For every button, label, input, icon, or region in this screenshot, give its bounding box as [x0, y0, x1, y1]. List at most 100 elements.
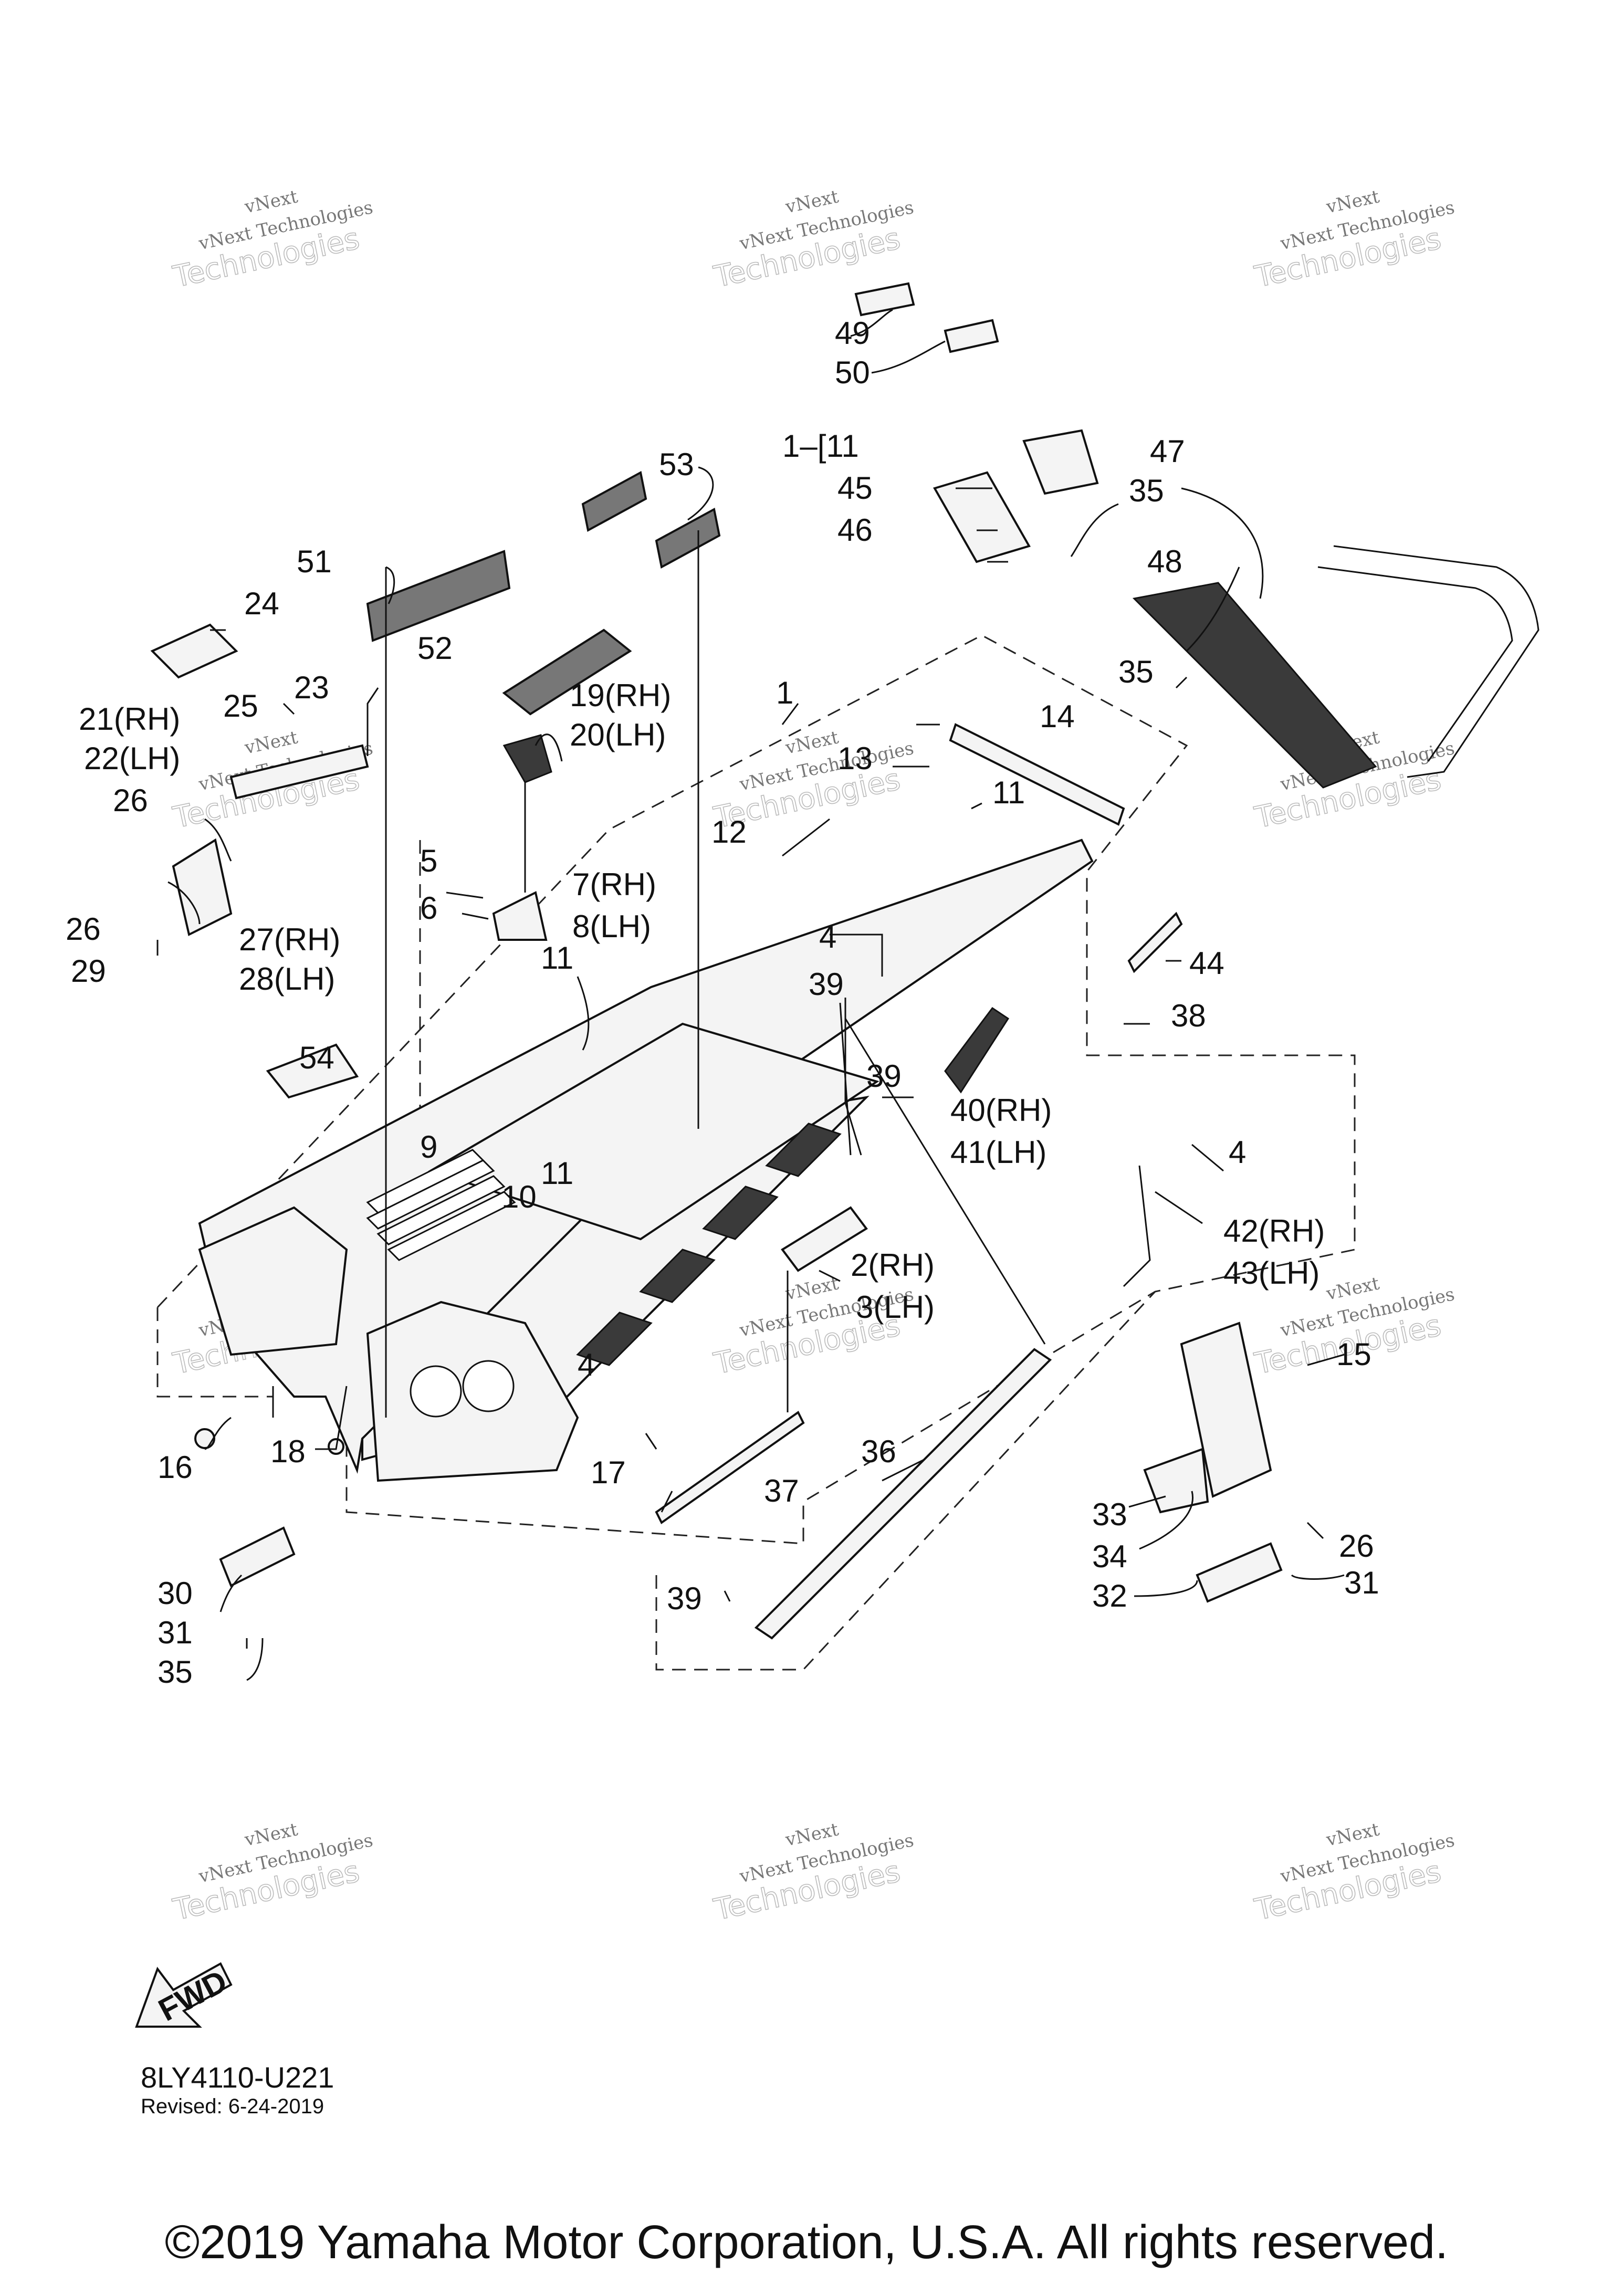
- callout: 4: [819, 919, 836, 955]
- tube-36: [754, 1348, 1052, 1640]
- callout: 36: [861, 1434, 896, 1469]
- bar-14: [949, 723, 1125, 826]
- callout: 21(RH): [79, 701, 180, 737]
- callout: 5: [420, 843, 437, 878]
- part-45-46: [933, 471, 1031, 563]
- part-32: [1196, 1542, 1283, 1603]
- callout: 32: [1092, 1578, 1127, 1613]
- fwd-arrow-icon: FWD: [135, 1962, 233, 2028]
- callout: 35: [158, 1654, 193, 1690]
- callout: 39: [866, 1058, 902, 1094]
- snow-flap-48: [1132, 582, 1377, 789]
- svg-text:vNext: vNext: [1324, 1273, 1381, 1305]
- svg-text:vNext: vNext: [783, 186, 841, 218]
- callout: 42(RH): [1223, 1213, 1325, 1249]
- callout: 40(RH): [950, 1093, 1052, 1128]
- callout: 16: [158, 1450, 193, 1485]
- callout: 1: [776, 675, 793, 710]
- callout: 31: [1344, 1565, 1379, 1600]
- callout: 50: [835, 355, 870, 390]
- part-7: [492, 891, 548, 941]
- callout: 43(LH): [1223, 1255, 1319, 1291]
- callout: 26: [66, 911, 101, 947]
- callouts: 1 1–[11 2(RH) 3(LH) 4 4 4 5 6 7(RH) 8(LH…: [66, 316, 1379, 1690]
- callout: 8(LH): [572, 909, 651, 944]
- revision-date: Revised: 6-24-2019: [141, 2095, 324, 2118]
- watermark: vNext vNext Technologies Technologies: [710, 1819, 916, 1927]
- diagram-code: 8LY4110-U221: [141, 2061, 334, 2094]
- callout: 9: [420, 1129, 437, 1165]
- svg-text:FWD: FWD: [153, 1963, 233, 2028]
- part-44: [1127, 911, 1183, 973]
- callout: 14: [1040, 699, 1075, 734]
- part-47: [1022, 429, 1099, 495]
- pad-51: [366, 550, 511, 642]
- brace-42: [1123, 1165, 1151, 1287]
- pad-53b: [655, 507, 721, 569]
- callout: 34: [1092, 1539, 1127, 1574]
- callout: 7(RH): [572, 867, 656, 902]
- front-bulkhead: [198, 1206, 579, 1482]
- running-board-cutouts: [576, 1123, 842, 1366]
- callout: 4: [1229, 1135, 1246, 1170]
- tunnel-chassis: [198, 838, 1094, 1482]
- tunnel-vents: [366, 1149, 516, 1261]
- callout: 11: [541, 940, 573, 976]
- callout: 10: [501, 1179, 537, 1214]
- part-40: [944, 1007, 1010, 1094]
- callout: 20(LH): [570, 717, 666, 752]
- pad-52: [502, 628, 632, 716]
- callout: 41(LH): [950, 1135, 1046, 1170]
- part-16: [194, 1428, 215, 1449]
- callout: 27(RH): [239, 922, 340, 957]
- rail-37: [655, 1411, 805, 1524]
- callout: 26: [1339, 1528, 1374, 1564]
- callout: 39: [809, 967, 844, 1002]
- rear-bumper: [1317, 545, 1539, 778]
- callout: 17: [591, 1455, 626, 1490]
- callout: 2(RH): [851, 1247, 935, 1283]
- part-33: [1143, 1448, 1209, 1514]
- callout: 15: [1336, 1337, 1371, 1372]
- callout: 30: [158, 1576, 193, 1611]
- callout: 39: [667, 1581, 702, 1616]
- callout: 44: [1189, 946, 1224, 981]
- watermark: vNext vNext Technologies Technologies: [170, 1819, 375, 1927]
- callout: 35: [1118, 654, 1154, 689]
- callout: 29: [71, 953, 106, 989]
- callout: 11: [541, 1156, 573, 1191]
- bracket-27: [172, 838, 233, 936]
- bracket-21: [229, 744, 369, 800]
- callout: 47: [1150, 434, 1185, 469]
- callout: 24: [244, 586, 279, 621]
- watermark: vNext vNext Technologies Technologies: [1251, 1819, 1457, 1927]
- callout: 51: [297, 544, 332, 579]
- callout: 22(LH): [84, 741, 180, 776]
- callout: 52: [417, 631, 453, 666]
- callout: 18: [270, 1434, 306, 1469]
- svg-text:vNext: vNext: [1324, 186, 1381, 218]
- svg-text:vNext: vNext: [243, 1819, 300, 1851]
- callout: 54: [299, 1040, 334, 1075]
- callout: 4: [578, 1347, 595, 1382]
- part-19: [502, 734, 552, 783]
- svg-text:vNext: vNext: [1324, 1819, 1381, 1851]
- svg-text:vNext: vNext: [783, 1819, 841, 1851]
- svg-text:vNext: vNext: [783, 727, 841, 759]
- callout: 33: [1092, 1497, 1127, 1532]
- callout: 25: [223, 688, 258, 724]
- pad-53a: [581, 470, 647, 532]
- callout: 1–[11: [782, 428, 859, 464]
- callout: 19(RH): [570, 678, 671, 713]
- callout: 31: [158, 1615, 193, 1650]
- callout: 13: [837, 741, 873, 776]
- callout: 3(LH): [856, 1289, 935, 1325]
- callout: 38: [1171, 998, 1206, 1033]
- watermark: vNext vNext Technologies Technologies: [1251, 186, 1457, 295]
- callout: 6: [420, 890, 437, 926]
- callout: 11: [992, 775, 1025, 810]
- watermark: vNext vNext Technologies Technologies: [710, 186, 916, 295]
- svg-text:vNext: vNext: [243, 186, 300, 218]
- callout: 12: [711, 814, 747, 850]
